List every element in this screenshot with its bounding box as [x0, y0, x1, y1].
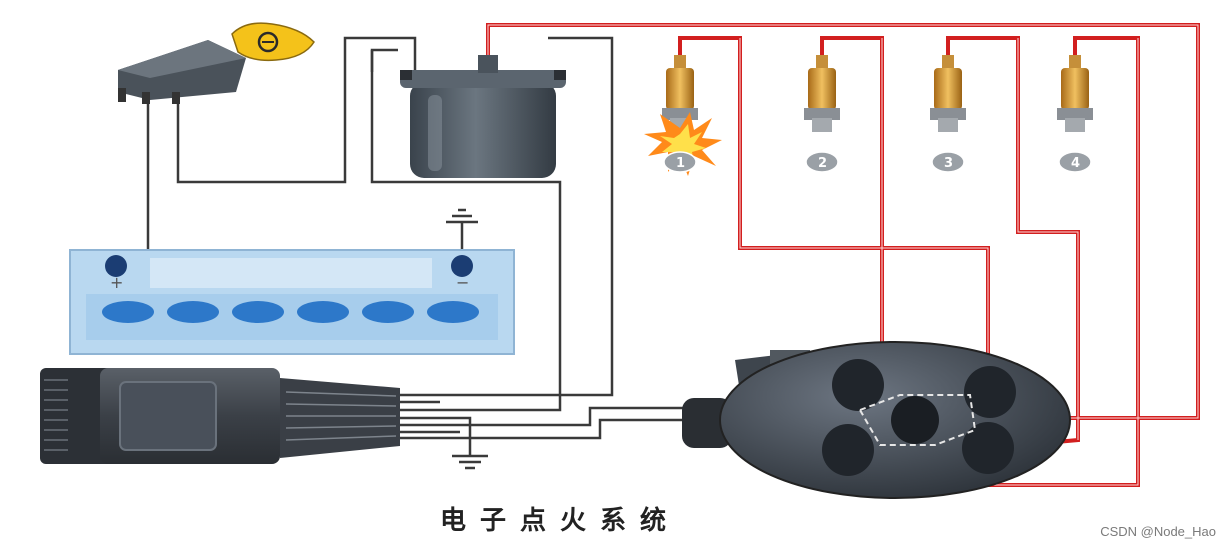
- plug-number-3: 3: [944, 156, 953, 171]
- ignition-coil: [400, 55, 566, 178]
- spark-plug-3: [930, 55, 966, 132]
- spark-icon: [644, 112, 722, 176]
- plug-number-badge-1: 1: [663, 151, 697, 173]
- ignition-switch: [118, 40, 246, 104]
- battery-positive-terminal: [105, 255, 127, 277]
- ground-symbol-module: [452, 454, 488, 470]
- distributor: [682, 341, 1071, 499]
- ground-symbol-battery: [446, 208, 478, 224]
- key-icon: [231, 22, 315, 62]
- plug-number-4: 4: [1071, 156, 1080, 171]
- ignition-module: [40, 368, 400, 464]
- battery-negative-terminal: [451, 255, 473, 277]
- plug-number-badge-2: 2: [805, 151, 839, 173]
- spark-plug-4: [1057, 55, 1093, 132]
- diagram-caption: 电子点火系统: [440, 506, 681, 536]
- battery-cells: [102, 301, 479, 323]
- plug-number-1: 1: [676, 156, 685, 171]
- wire-coil-module-2: [400, 36, 614, 397]
- watermark: CSDN @Node_Hao: [1100, 524, 1216, 539]
- spark-plug-2: [804, 55, 840, 132]
- plug-number-badge-3: 3: [931, 151, 965, 173]
- wire-coil-module: [370, 50, 562, 412]
- plug-number-2: 2: [818, 156, 827, 171]
- battery: + −: [69, 249, 515, 355]
- wire-module-pickup: [400, 406, 690, 427]
- wire-switch-coil: [176, 36, 417, 184]
- wire-ground: [400, 416, 472, 455]
- battery-positive-symbol: +: [110, 273, 123, 292]
- plug-number-badge-4: 4: [1058, 151, 1092, 173]
- battery-negative-symbol: −: [456, 273, 469, 292]
